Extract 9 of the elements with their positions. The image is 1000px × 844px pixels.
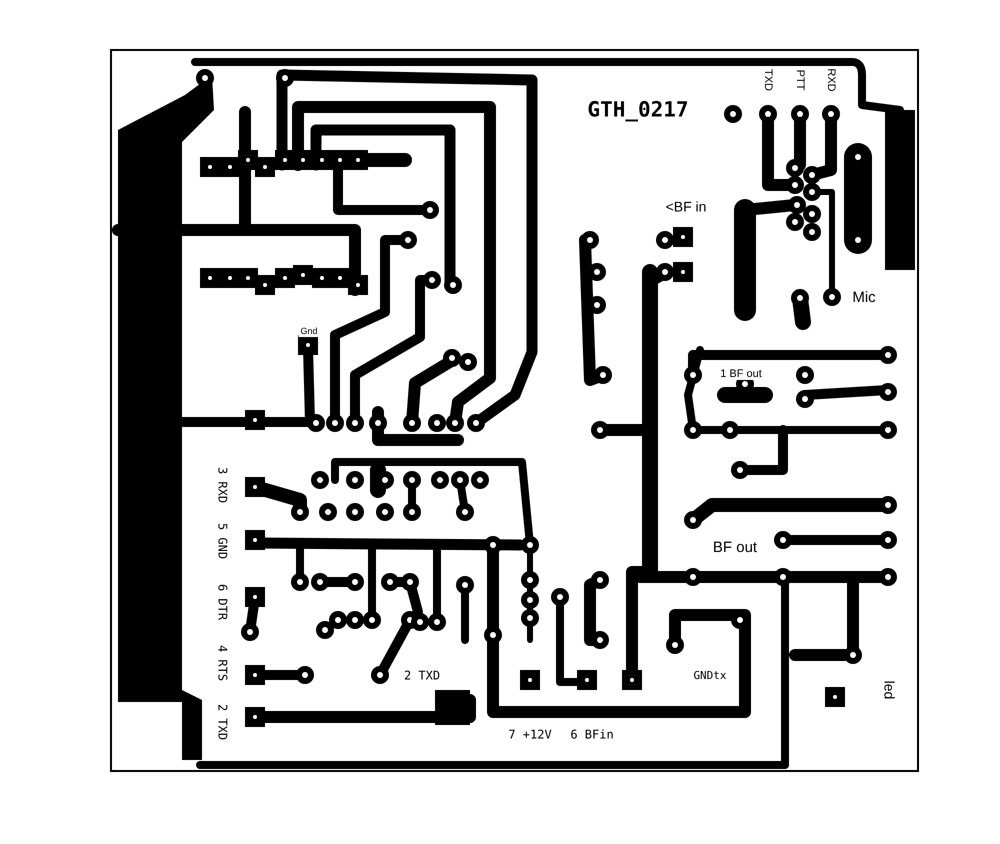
signal-label: 1 BF out	[718, 368, 764, 380]
component-label: led	[881, 678, 897, 702]
pin-label: 4 RTS	[215, 642, 229, 684]
pin-label: 5 GND	[215, 520, 229, 562]
pin-label: 3 RXD	[215, 464, 229, 506]
pin-label: GNDtx	[691, 670, 729, 682]
pin-label: 6 DTR	[215, 582, 229, 622]
pin-label: 6 BFin	[568, 728, 616, 742]
pad-label: Gnd	[298, 327, 320, 337]
